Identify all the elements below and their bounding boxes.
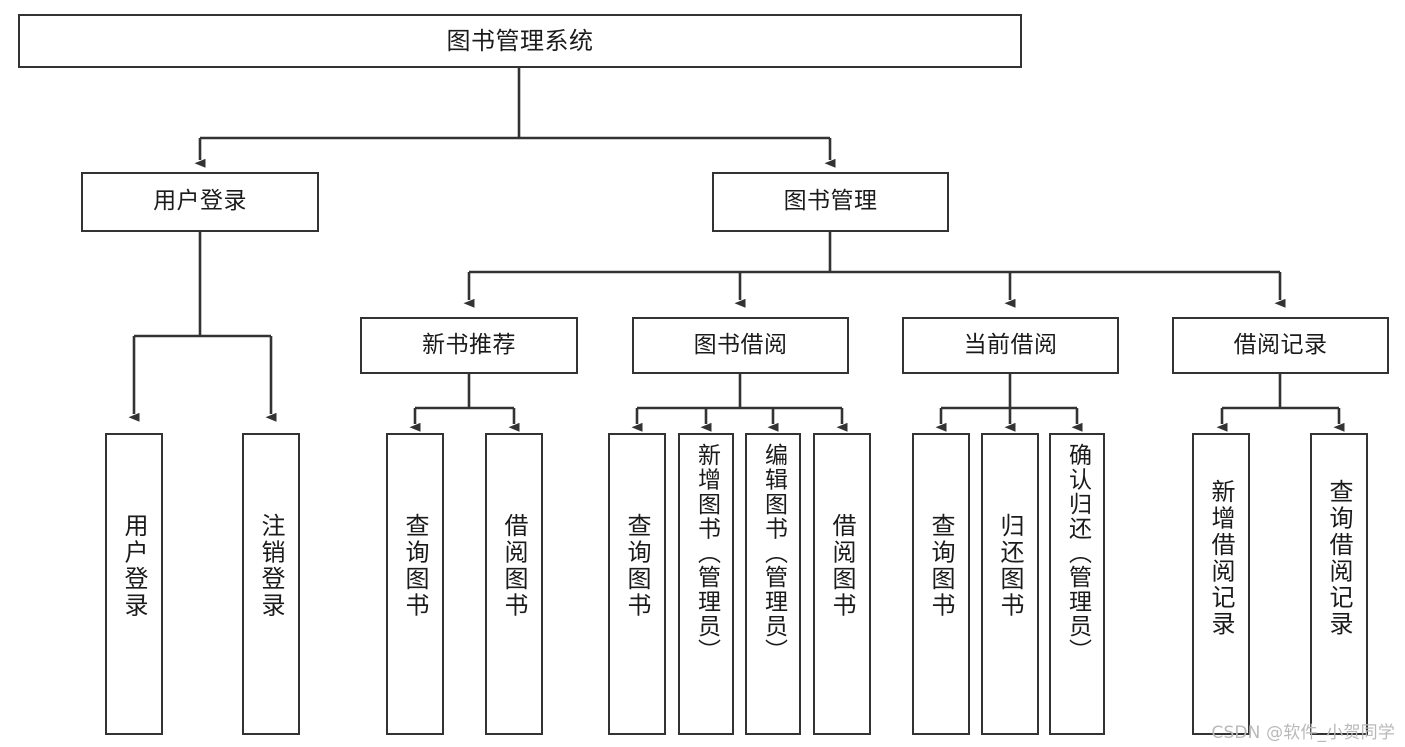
node-leaf-add-record-label: 新增借阅记录 xyxy=(1207,479,1235,638)
node-book-borrow-label: 图书借阅 xyxy=(693,331,788,358)
node-leaf-query-book-2-label: 查询图书 xyxy=(623,513,651,619)
node-leaf-return-book-label: 归还图书 xyxy=(996,513,1024,619)
node-leaf-query-book-3-label: 查询图书 xyxy=(927,513,955,619)
node-current-borrow-label: 当前借阅 xyxy=(963,331,1058,358)
node-leaf-edit-book-label: 编辑图书（管理员） xyxy=(760,443,787,663)
node-leaf-query-book-3[interactable]: 查询图书 xyxy=(912,433,970,735)
node-borrow-record-label: 借阅记录 xyxy=(1233,331,1328,358)
node-leaf-edit-book[interactable]: 编辑图书（管理员） xyxy=(745,433,801,735)
node-leaf-user-login[interactable]: 用户登录 xyxy=(105,433,163,735)
node-leaf-return-book[interactable]: 归还图书 xyxy=(981,433,1039,735)
node-leaf-borrow-book-2[interactable]: 借阅图书 xyxy=(813,433,871,735)
node-leaf-query-record-label: 查询借阅记录 xyxy=(1325,479,1353,638)
node-book-borrow[interactable]: 图书借阅 xyxy=(632,317,849,374)
node-leaf-confirm-return[interactable]: 确认归还（管理员） xyxy=(1049,433,1105,735)
node-leaf-add-book[interactable]: 新增图书（管理员） xyxy=(678,433,734,735)
node-leaf-add-book-label: 新增图书（管理员） xyxy=(693,443,720,663)
node-leaf-query-book-1-label: 查询图书 xyxy=(401,513,429,619)
node-root-label: 图书管理系统 xyxy=(446,26,594,55)
node-user-login[interactable]: 用户登录 xyxy=(81,172,319,232)
node-leaf-query-book-2[interactable]: 查询图书 xyxy=(608,433,666,735)
node-leaf-borrow-book-2-label: 借阅图书 xyxy=(828,513,856,619)
node-book-manage[interactable]: 图书管理 xyxy=(712,172,949,232)
node-new-book-rec[interactable]: 新书推荐 xyxy=(360,317,578,374)
node-leaf-user-login-label: 用户登录 xyxy=(120,513,148,619)
csdn-watermark: CSDN @软件_小贺同学 xyxy=(1211,723,1395,743)
node-leaf-add-record[interactable]: 新增借阅记录 xyxy=(1192,433,1250,735)
node-root[interactable]: 图书管理系统 xyxy=(18,14,1022,68)
node-leaf-logout-label: 注销登录 xyxy=(257,513,285,619)
node-leaf-query-record[interactable]: 查询借阅记录 xyxy=(1310,433,1368,735)
node-leaf-borrow-book-1-label: 借阅图书 xyxy=(500,513,528,619)
node-leaf-confirm-return-label: 确认归还（管理员） xyxy=(1064,443,1091,663)
node-borrow-record[interactable]: 借阅记录 xyxy=(1172,317,1389,374)
node-current-borrow[interactable]: 当前借阅 xyxy=(902,317,1119,374)
node-user-login-label: 用户登录 xyxy=(153,188,247,215)
node-new-book-rec-label: 新书推荐 xyxy=(422,331,516,358)
node-leaf-borrow-book-1[interactable]: 借阅图书 xyxy=(485,433,543,735)
node-book-manage-label: 图书管理 xyxy=(783,188,878,215)
node-leaf-query-book-1[interactable]: 查询图书 xyxy=(386,433,444,735)
node-leaf-logout[interactable]: 注销登录 xyxy=(242,433,300,735)
